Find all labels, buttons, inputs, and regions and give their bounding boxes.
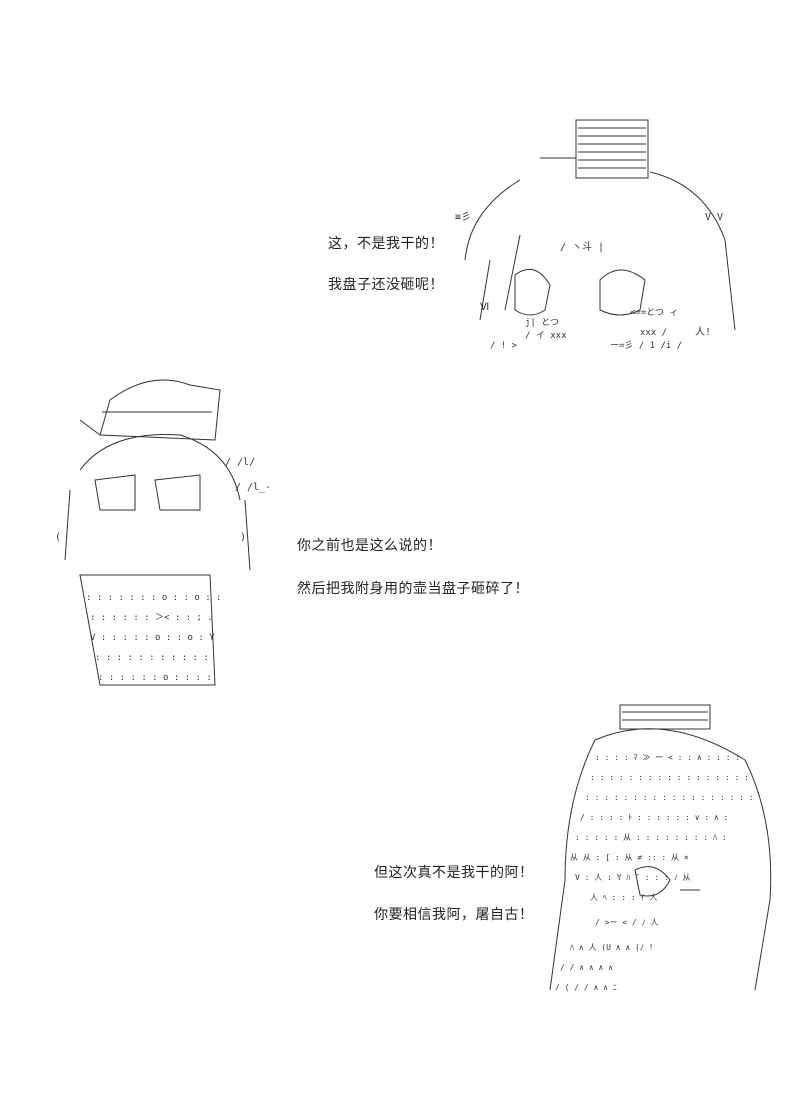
svg-text:/ / ∧ ∧ ∧ ∧: / / ∧ ∧ ∧ ∧	[560, 963, 613, 972]
panel-1-line-2: 我盘子还没砸呢！	[328, 277, 444, 293]
panel-2-line-2: 然后把我附身用的壶当盘子砸碎了！	[297, 581, 529, 597]
svg-text:V V: V V	[705, 212, 723, 223]
svg-text:/ >ー < / ﾉ 人: / >ー < / ﾉ 人	[595, 918, 658, 927]
svg-text:人 ﾍ : : : ｲ 人: 人 ﾍ : : : ｲ 人	[590, 893, 657, 902]
svg-text:<==とつ ィ: <==とつ ィ	[630, 307, 678, 318]
svg-text:Ⅵ: Ⅵ	[480, 302, 489, 313]
svg-text:ー=彡 / 1 /i /: ー=彡 / 1 /i /	[610, 340, 682, 351]
svg-text:: : : : : 从 : : : : : : : : ﾊ: : : : : : 从 : : : : : : : : ﾊ :	[575, 833, 727, 842]
svg-text:/ : : : : ﾄ : : : : : : ∨ : ∧: / : : : : ﾄ : : : : : : ∨ : ∧ :	[580, 813, 729, 822]
svg-text:: : : : : : : o : : o : :: : : : : : : : o : : o : :	[86, 593, 221, 603]
svg-text:: : : : ﾏ ≫ ー < : : ∧ : : : :: : : : : ﾏ ≫ ー < : : ∧ : : : :	[595, 753, 740, 762]
panel-3-line-2: 你要相信我阿，屠自古！	[374, 907, 534, 923]
svg-text:: : : : : : ＞< : : ; .: : : : : : : ＞< : : ; .	[90, 613, 213, 623]
svg-text:): )	[240, 532, 246, 543]
panel-2-line-1: 你之前也是这么说的！	[297, 538, 442, 554]
svg-text:: : : : : : : : : : : : : : :: : : : : : : : : : : : : : : : : :	[590, 773, 749, 782]
panel-1-line-1: 这，不是我干的！	[328, 236, 444, 252]
svg-text:/ ! >: / ! >	[490, 341, 518, 351]
svg-text:(: (	[55, 532, 61, 543]
panel-3-ascii-art-figure: : : : : ﾏ ≫ ー < : : ∧ : : : : : : : : : …	[549, 704, 772, 992]
svg-text:V : 人 : Y ﾊ ″ : : : ﾉ 从: V : 人 : Y ﾊ ″ : : : ﾉ 从	[575, 873, 691, 882]
svg-text:/ /l_-: / /l_-	[235, 482, 271, 493]
svg-text:: : : : : : o : : : :: : : : : : : o : : : :	[98, 673, 212, 683]
svg-text:/ ( / / ∧ ∧ ﾆ: / ( / / ∧ ∧ ﾆ	[555, 983, 617, 992]
svg-text:V : : : : : o : : o : Y: V : : : : : o : : o : Y	[90, 633, 215, 643]
svg-text:/ /l/: / /l/	[225, 457, 255, 468]
panel-3-line-1: 但这次真不是我干的阿！	[374, 865, 534, 881]
svg-text:/ ヽ斗 |: / ヽ斗 |	[560, 241, 604, 253]
svg-text:: : : : : : : : : : : : : : :: : : : : : : : : : : : : : : : : : :	[585, 793, 754, 802]
svg-text:: : : : : : : : : : :: : : : : : : : : : : :	[95, 653, 209, 663]
panel-2-ascii-art-figure: : : : : : : : o : : o : : : : : : : : ＞<…	[55, 379, 271, 686]
svg-text:≡彡: ≡彡	[455, 212, 471, 223]
svg-text:从 从 : [ : 从 ≠ :: : 从 ×: 从 从 : [ : 从 ≠ :: : 从 ×	[570, 853, 689, 862]
svg-text:xxx /: xxx /	[640, 328, 667, 338]
panel-1-ascii-art-figure: ≡彡 / ヽ斗 | j| とつ <==とつ ィ / イ xxx xxx / Ⅵ …	[455, 119, 736, 351]
svg-text:/ イ xxx: / イ xxx	[525, 331, 567, 341]
svg-text:ﾊ ∧ 人 (U ∧ ∧ (ﾉ !: ﾊ ∧ 人 (U ∧ ∧ (ﾉ !	[570, 943, 653, 952]
svg-text:j| とつ: j| とつ	[525, 317, 559, 328]
svg-text:人!: 人!	[695, 326, 711, 338]
